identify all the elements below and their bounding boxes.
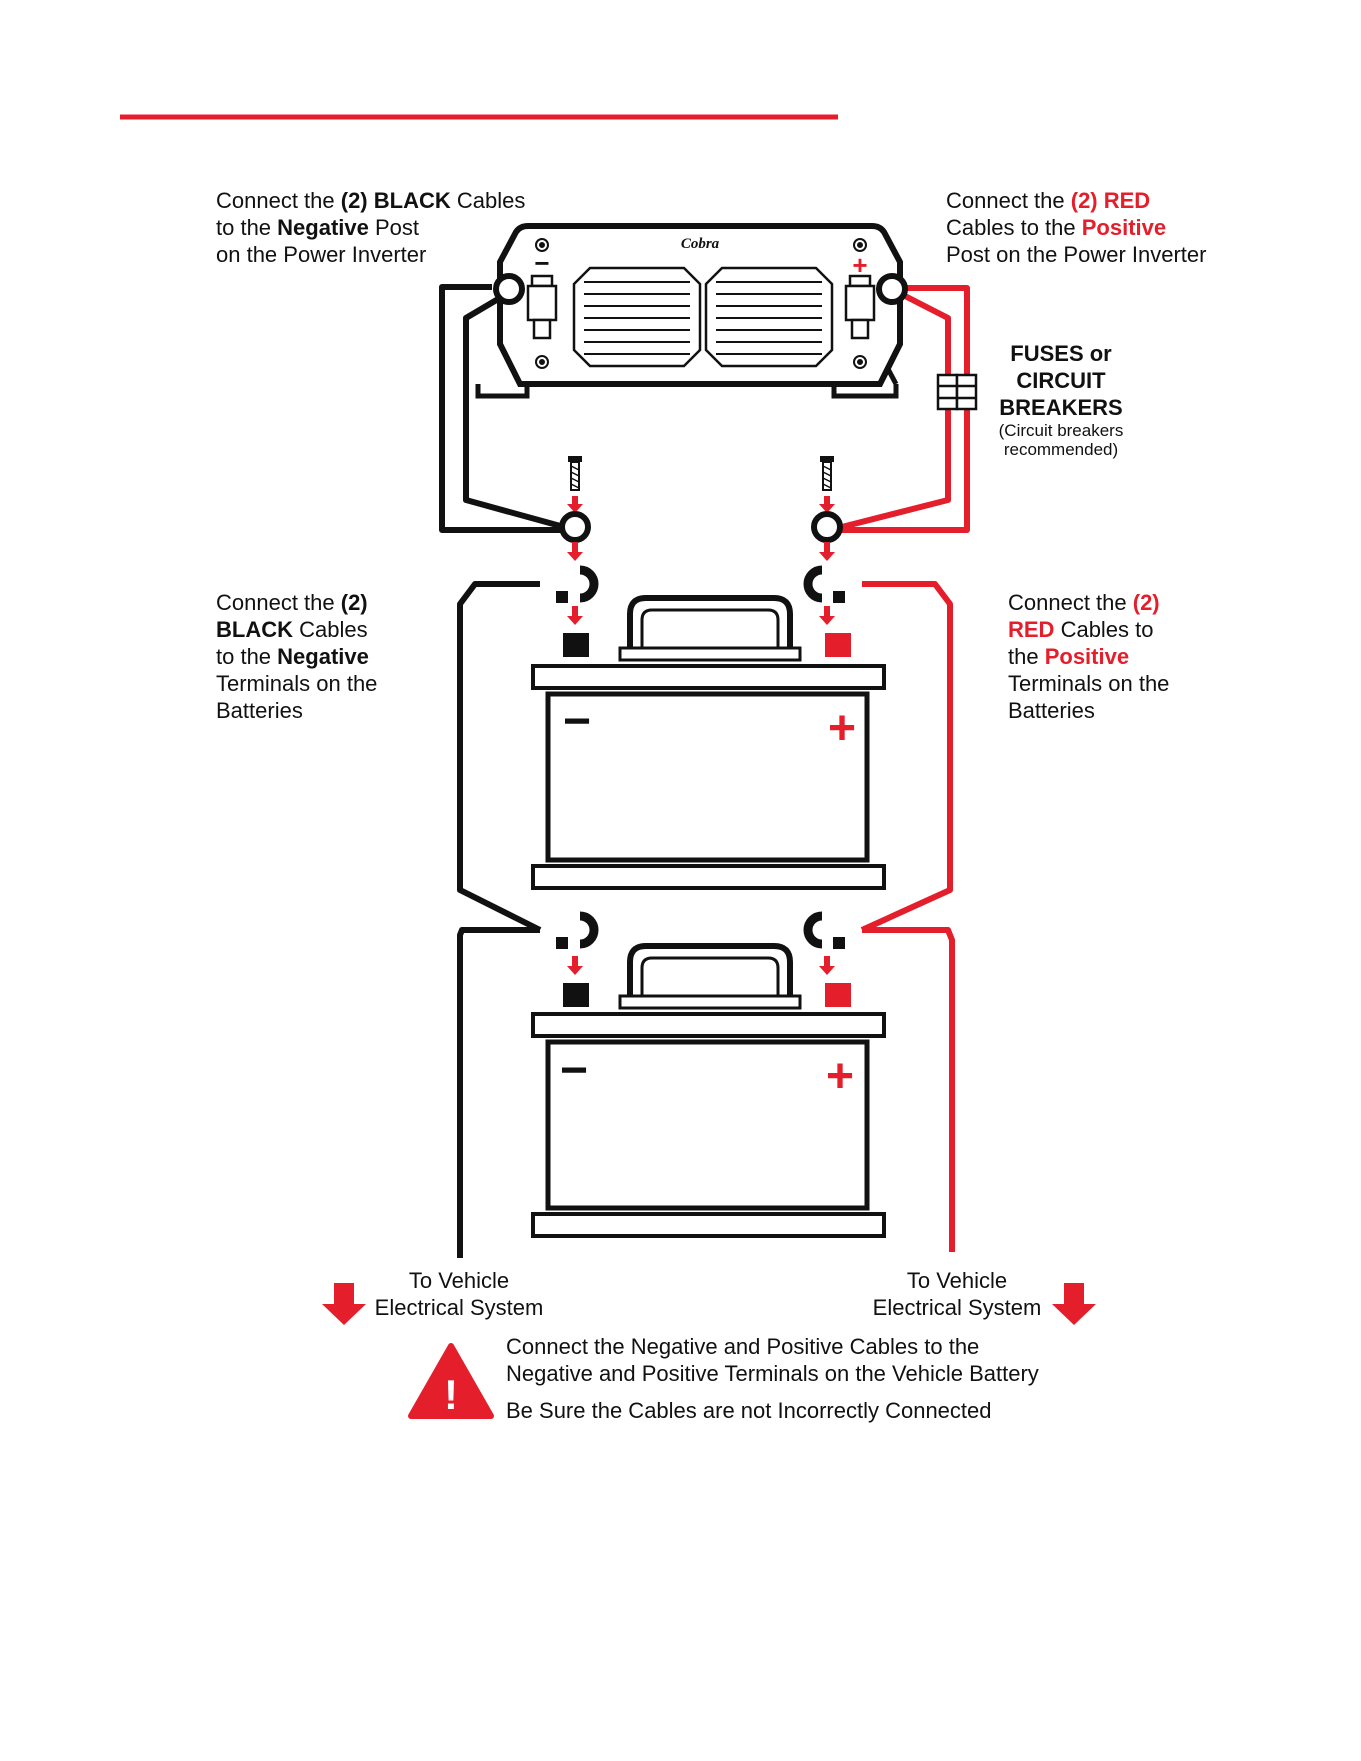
label-vehicle-left: To Vehicle Electrical System [374,1268,544,1320]
inverter-fans [572,266,834,368]
inverter-brand-logo: Cobra [681,236,720,252]
red-cable-inverter-outer [830,285,970,533]
battery-top-neg-terminal [563,633,589,657]
red-cable-battery-link [860,581,953,933]
battery-bottom: − + [531,911,886,1238]
label-fuses: FUSES or CIRCUIT BREAKERS (Circuit break… [998,341,1124,459]
battery-top-neg-clamp [579,565,599,603]
inverter-screws [535,238,867,369]
battery-top-pos-terminal [825,633,851,657]
neg-bolt-assembly [559,456,591,561]
black-cable-vehicle [457,927,540,1258]
warning-icon-mark: ! [444,1371,458,1418]
battery-top: − + [531,565,886,890]
power-inverter: Cobra − + [475,223,908,399]
battery-bottom-neg-clamp [579,911,599,949]
battery-top-pos-clamp [803,565,823,603]
battery-bottom-pos-terminal [825,983,851,1007]
label-inverter-black-cables: Connect the (2) BLACK Cables to the Nega… [216,188,526,267]
inverter-base [475,384,899,399]
inverter-neg-ring [493,273,525,305]
battery-bottom-pos-symbol: + [826,1050,854,1103]
battery-bottom-neg-terminal [563,983,589,1007]
label-battery-red-cables: Connect the (2) RED Cables to the Positi… [1008,590,1170,723]
fuse-block [936,373,978,411]
battery-top-neg-symbol: − [563,695,591,748]
battery-top-pos-symbol: + [828,702,856,755]
label-inverter-red-cables: Connect the (2) RED Cables to the Positi… [946,188,1207,267]
pos-bolt-assembly [811,456,843,561]
inverter-neg-post [526,274,558,340]
battery-bottom-neg-symbol: − [560,1044,588,1097]
black-cable-battery-link [457,581,542,933]
black-cable-inverter-inner [463,289,576,533]
label-warning: Connect the Negative and Positive Cables… [506,1334,1039,1423]
battery-ring-pos [811,511,843,543]
vehicle-right-arrow [1052,1283,1096,1325]
inverter-pos-post [844,274,876,340]
label-battery-black-cables: Connect the (2) BLACK Cables to the Nega… [216,590,378,723]
label-vehicle-right: To Vehicle Electrical System [872,1268,1042,1320]
battery-bottom-pos-clamp [803,911,823,949]
red-cable-vehicle [862,927,955,1252]
inverter-pos-ring [876,273,908,305]
inverter-pos-symbol: + [852,250,867,280]
vehicle-left-arrow [322,1283,366,1325]
warning-icon [408,1343,494,1419]
inverter-neg-symbol: − [534,248,549,278]
battery-ring-neg [559,511,591,543]
